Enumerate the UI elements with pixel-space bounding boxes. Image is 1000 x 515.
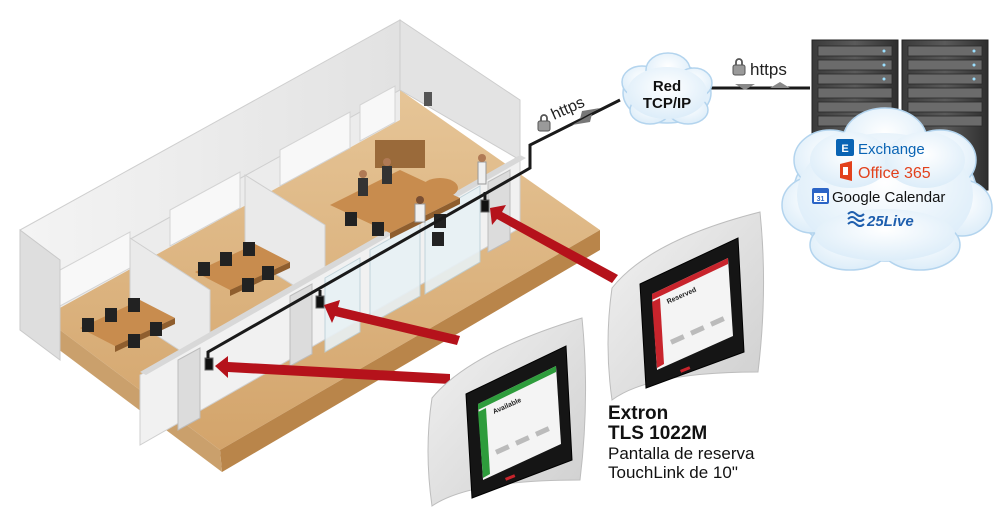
office-furniture	[80, 298, 175, 352]
service-office365: Office 365	[858, 165, 931, 182]
https-label-left: https	[537, 94, 587, 132]
exchange-icon: E	[836, 139, 854, 156]
touch-panel-reserved: Reserved	[607, 211, 765, 401]
svg-text:31: 31	[817, 196, 825, 203]
tcpip-cloud: Red TCP/IP	[621, 52, 713, 125]
pointer-arrow-2	[324, 300, 460, 345]
window	[279, 111, 351, 187]
25live-icon	[847, 211, 865, 227]
data-arrow	[735, 84, 755, 90]
office365-icon	[840, 161, 852, 181]
svg-text:E: E	[841, 143, 848, 155]
pointer-arrow-3	[490, 205, 618, 283]
cloud-label: Red	[653, 78, 681, 95]
service-exchange: Exchange	[858, 141, 925, 158]
door-panel-3[interactable]	[480, 199, 490, 213]
door	[289, 283, 313, 367]
https-label-right: https	[732, 58, 787, 79]
product-caption: Extron TLS 1022M Pantalla de reserva Tou…	[608, 403, 858, 483]
services-cloud: E Exchange Office 365 31 Google Calendar…	[781, 107, 993, 271]
floor-edge-left	[20, 300, 222, 472]
thermostat	[424, 92, 432, 106]
network-cable	[206, 82, 810, 358]
lock-icon	[732, 58, 746, 76]
person	[382, 166, 392, 184]
person	[414, 203, 426, 223]
floor-edge	[220, 230, 600, 472]
https-text: https	[750, 60, 787, 79]
product-description-line1: Pantalla de reserva	[608, 444, 755, 463]
cloud-label: TCP/IP	[643, 95, 691, 112]
door-panel-1[interactable]	[204, 357, 214, 371]
data-arrow	[580, 108, 600, 119]
left-end-wall	[19, 229, 61, 361]
door-panel-2[interactable]	[315, 295, 325, 309]
office-furniture	[195, 242, 290, 296]
person	[358, 178, 368, 196]
door	[177, 347, 201, 431]
pointer-arrows	[215, 205, 618, 384]
google-calendar-icon: 31	[812, 188, 829, 204]
touch-panel-available: Available	[427, 317, 587, 507]
product-model: TLS 1022M	[608, 423, 708, 444]
product-description-line2: TouchLink de 10"	[608, 463, 738, 482]
window	[169, 171, 241, 247]
data-arrow	[572, 114, 592, 125]
lock-icon	[537, 114, 551, 132]
office-building	[19, 19, 600, 472]
data-arrow	[770, 82, 790, 88]
pointer-arrow-1	[215, 356, 450, 384]
service-google-calendar: Google Calendar	[832, 189, 945, 206]
person	[477, 161, 487, 185]
service-25live: 25Live	[866, 213, 914, 230]
product-brand: Extron	[608, 403, 669, 424]
window	[359, 85, 396, 142]
